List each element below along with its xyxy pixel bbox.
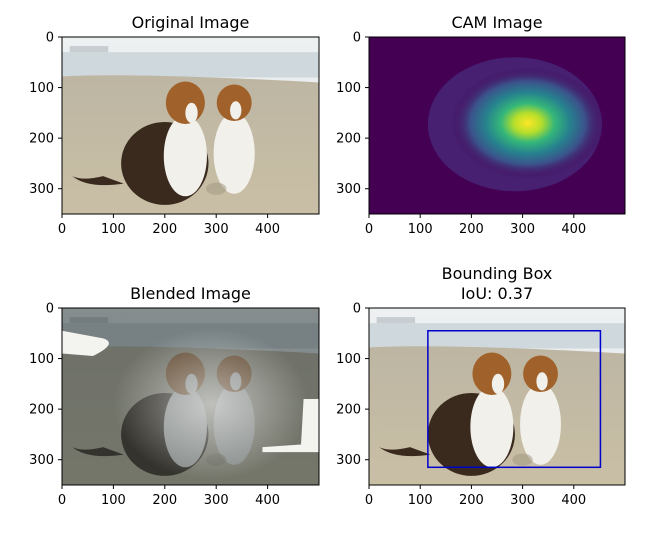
bounding-box <box>427 330 602 469</box>
large-dog-head <box>165 81 205 124</box>
x-tick-label: 300 <box>204 222 229 237</box>
x-tick-label: 0 <box>365 222 373 237</box>
panel-bbox: 0 100 200 300 400 0 100 200 300 Bounding BoxIoU: … <box>336 264 626 508</box>
y-tick-label: 200 <box>336 132 361 147</box>
x-tick-label: 400 <box>255 493 280 508</box>
y-tick-label: 100 <box>29 352 54 367</box>
panel-title: Blended Image <box>130 284 251 303</box>
x-tick-label: 200 <box>152 222 177 237</box>
large-dog-tail <box>72 176 124 186</box>
y-tick-label: 300 <box>29 182 54 197</box>
x-tick-label: 300 <box>204 493 229 508</box>
distant-buildings <box>376 317 416 324</box>
y-tick-label: 100 <box>29 81 54 96</box>
x-tick-label: 0 <box>58 493 66 508</box>
large-dog-muzzle <box>491 373 505 394</box>
sea <box>369 323 625 349</box>
x-tick-label: 0 <box>365 493 373 508</box>
x-tick-label: 300 <box>510 493 535 508</box>
small-dog-body <box>520 383 562 465</box>
axes-frame <box>368 307 626 486</box>
y-tick-label: 0 <box>353 31 361 46</box>
small-dog-muzzle <box>230 101 242 120</box>
y-tick-label: 300 <box>336 182 361 197</box>
large-dog-chest <box>470 386 514 468</box>
shadow <box>512 453 533 466</box>
y-tick-label: 200 <box>336 403 361 418</box>
panel-image <box>62 308 319 485</box>
panel-blended: 0 100 200 300 400 0 100 200 300 Blended Image <box>29 284 320 508</box>
axes-frame <box>61 307 320 486</box>
blend-artifact-right <box>262 399 319 453</box>
y-tick-label: 300 <box>336 453 361 468</box>
panel-image <box>62 37 319 214</box>
large-dog-head <box>472 352 512 395</box>
y-tick-label: 100 <box>336 81 361 96</box>
blend-artifact-left <box>62 330 109 357</box>
panel-cam: 0 100 200 300 400 0 100 200 300 CAM Image <box>336 13 626 237</box>
distant-buildings <box>69 46 109 53</box>
panel-title: Original Image <box>132 13 250 32</box>
panel-image <box>369 308 625 485</box>
sea <box>62 52 319 78</box>
axes-frame <box>368 36 626 215</box>
panel-title: CAM Image <box>451 13 542 32</box>
x-tick-label: 400 <box>561 493 586 508</box>
y-tick-label: 300 <box>29 453 54 468</box>
panel-image <box>369 37 625 214</box>
y-tick-label: 200 <box>29 403 54 418</box>
x-tick-label: 100 <box>101 493 126 508</box>
panel-subtitle: IoU: 0.37 <box>461 284 533 303</box>
x-tick-label: 0 <box>58 222 66 237</box>
small-dog-body <box>213 112 255 194</box>
x-tick-label: 100 <box>408 222 433 237</box>
y-tick-label: 0 <box>46 31 54 46</box>
large-dog-muzzle <box>185 102 198 123</box>
shadow <box>205 182 227 195</box>
blend-highlight <box>113 328 309 480</box>
panel-original: 0 100 200 300 400 0 100 200 300 Original Image <box>29 13 320 237</box>
x-tick-label: 200 <box>459 493 484 508</box>
cam-hotspot <box>450 67 605 179</box>
x-tick-label: 300 <box>510 222 535 237</box>
large-dog-chest <box>163 115 207 197</box>
x-tick-label: 100 <box>101 222 126 237</box>
x-tick-label: 200 <box>152 493 177 508</box>
x-tick-label: 100 <box>408 493 433 508</box>
large-dog-tail <box>379 447 431 457</box>
axes-frame <box>61 36 320 215</box>
y-tick-label: 0 <box>46 302 54 317</box>
small-dog-muzzle <box>536 372 548 391</box>
y-tick-label: 200 <box>29 132 54 147</box>
y-tick-label: 0 <box>353 302 361 317</box>
panel-title: Bounding Box <box>442 264 553 283</box>
x-tick-label: 400 <box>255 222 280 237</box>
x-tick-label: 200 <box>459 222 484 237</box>
x-tick-label: 400 <box>561 222 586 237</box>
y-tick-label: 100 <box>336 352 361 367</box>
